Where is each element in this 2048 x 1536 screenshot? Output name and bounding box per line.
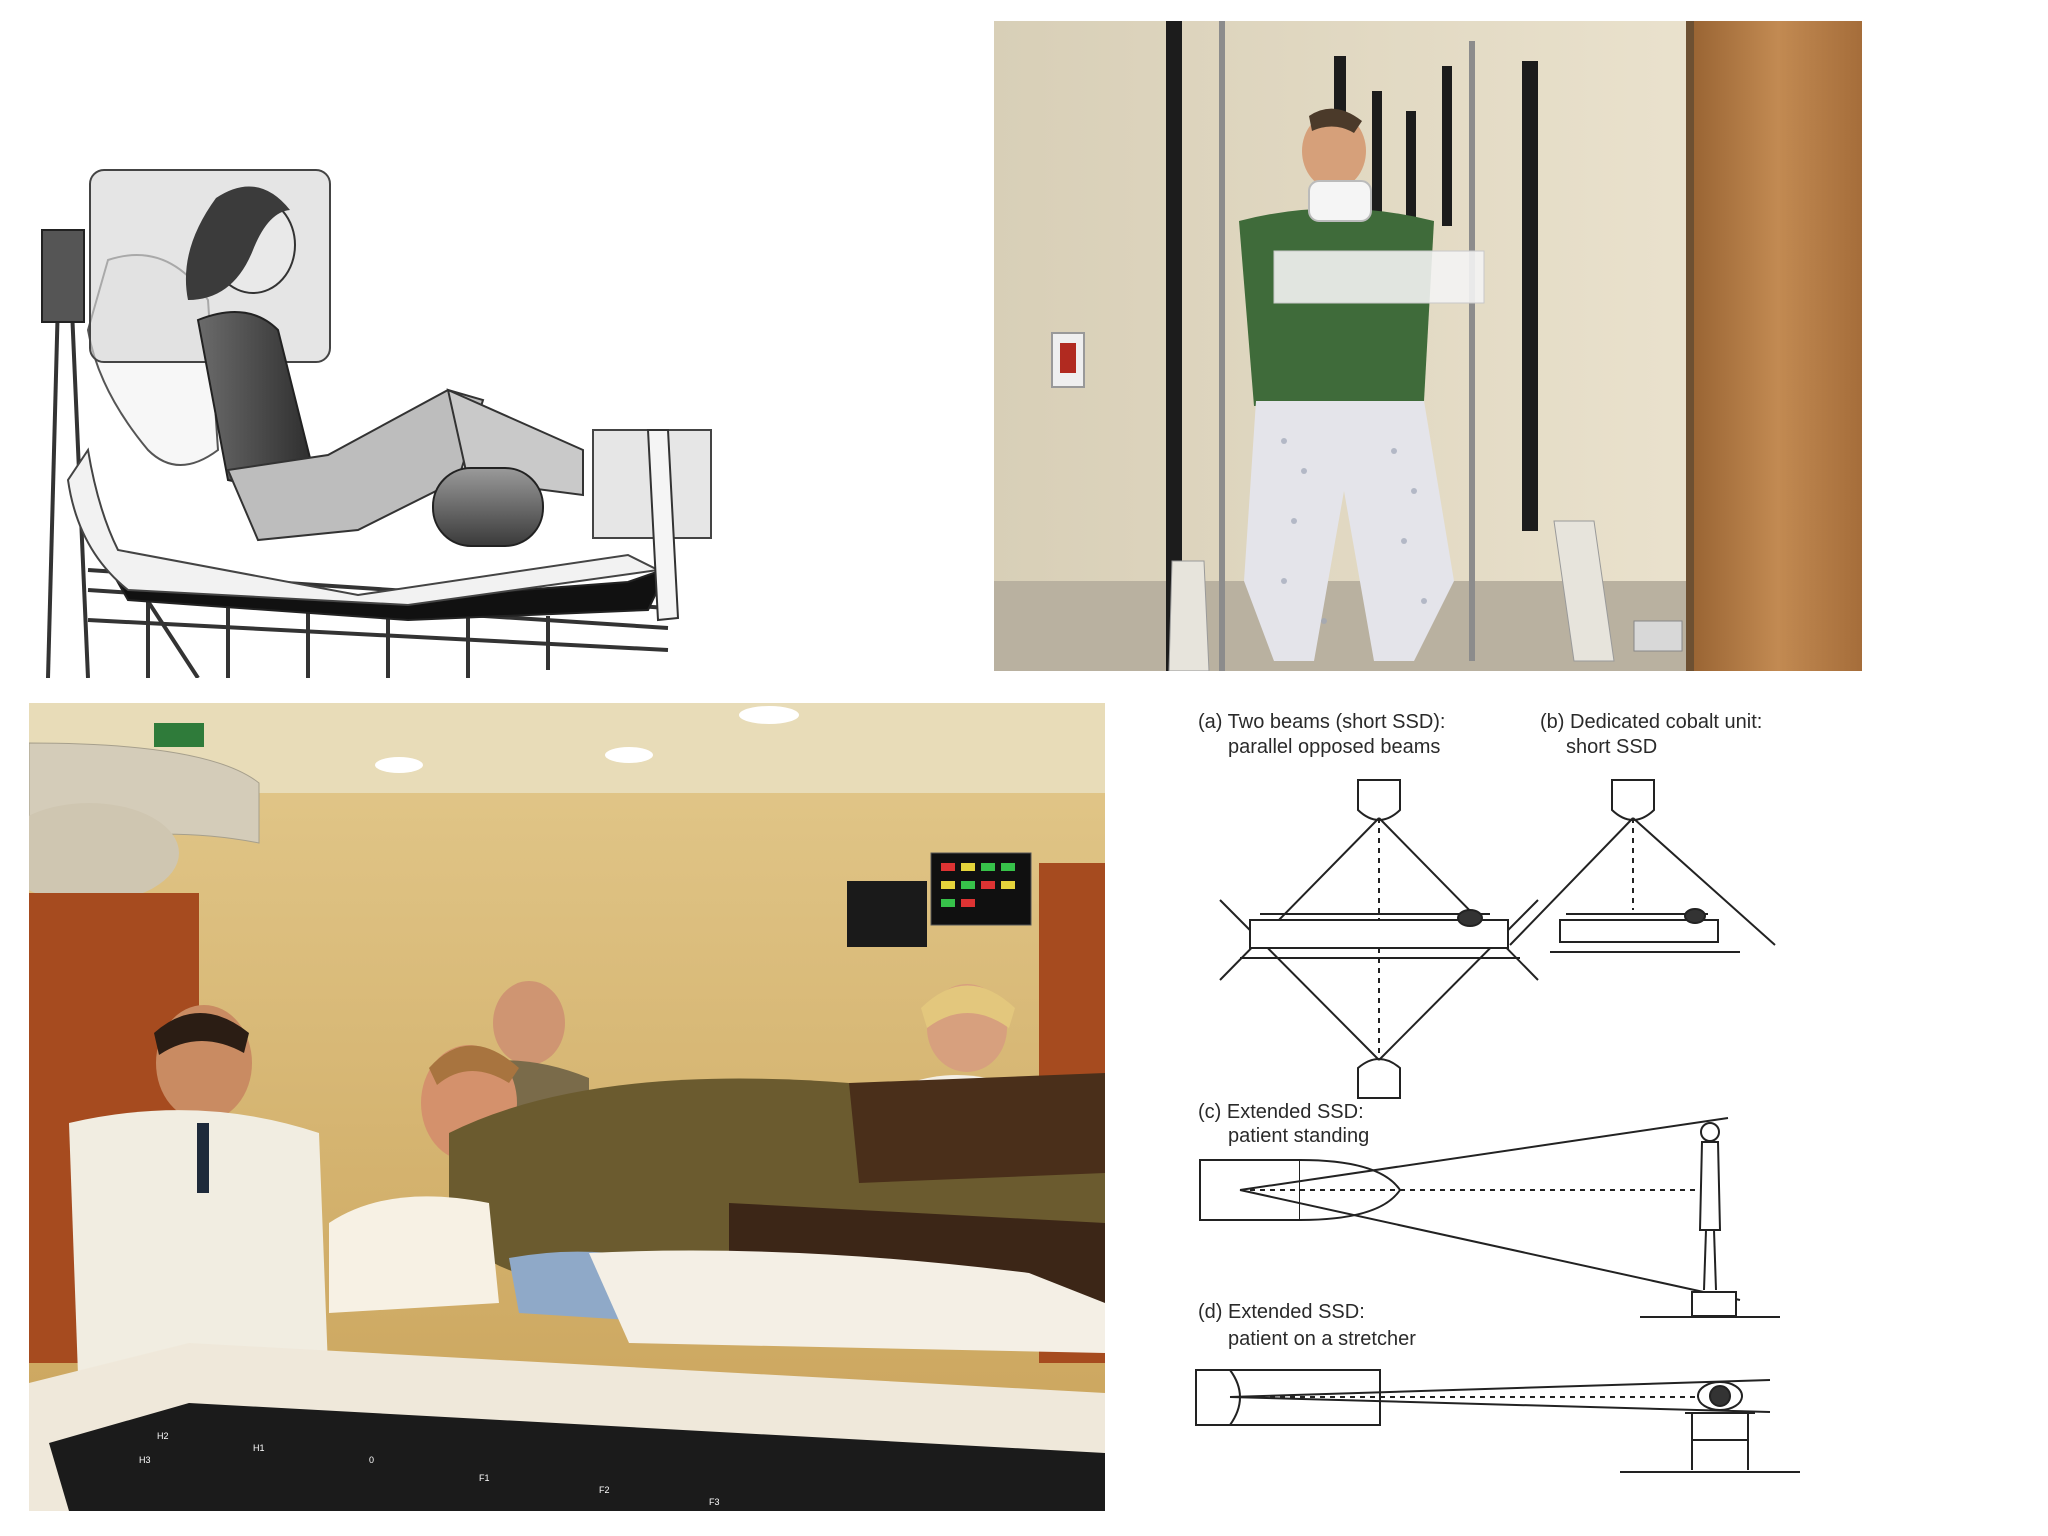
- wall-monitor: [847, 881, 927, 947]
- patient-pants: [1244, 401, 1454, 661]
- treatment-couch: [49, 1403, 1105, 1511]
- arm-board: [1273, 250, 1485, 304]
- couch-label-f2: F2: [599, 1485, 610, 1495]
- diagram-b-caption-line2: short SSD: [1566, 736, 1657, 758]
- knee-bolster: [432, 467, 544, 547]
- diagram-c-caption-line2: patient standing: [1228, 1125, 1369, 1147]
- couch-scale: H3 H2 H1 0 F1 F2 F3: [139, 1431, 720, 1507]
- staff-left: [69, 1005, 329, 1403]
- diagram-d-caption-line1: (d) Extended SSD:: [1198, 1301, 1365, 1323]
- pillow: [329, 1196, 499, 1313]
- couch-label-zero: 0: [369, 1455, 374, 1465]
- diagram-b-cobalt-unit: [1509, 779, 1776, 953]
- diagram-d-stretcher: [1195, 1369, 1800, 1473]
- patient-shirt: [1239, 208, 1434, 406]
- diagram-c-caption-line1: (c) Extended SSD:: [1198, 1101, 1364, 1123]
- couch-label-f1: F1: [479, 1473, 490, 1483]
- reclining-patient-illustration: [28, 150, 828, 678]
- patient-head: [1302, 113, 1366, 189]
- couch-label-h3: H3: [139, 1455, 151, 1465]
- diagram-a-caption-line2: parallel opposed beams: [1228, 736, 1440, 758]
- headrest-clamp: [41, 229, 85, 323]
- standing-patient-photo: [994, 21, 1862, 671]
- couch-label-h2: H2: [157, 1431, 169, 1441]
- diagram-d-caption-line2: patient on a stretcher: [1228, 1328, 1416, 1350]
- treatment-room-photo: H3 H2 H1 0 F1 F2 F3: [29, 703, 1105, 1511]
- diagram-a-parallel-opposed: [1219, 779, 1539, 1099]
- couch-label-h1: H1: [253, 1443, 265, 1453]
- couch-label-f3: F3: [709, 1497, 720, 1507]
- diagram-b-caption-line1: (b) Dedicated cobalt unit:: [1540, 711, 1762, 733]
- ssd-diagram: (a) Two beams (short SSD): parallel oppo…: [1180, 700, 1830, 1490]
- diagram-c-standing: [1199, 1117, 1780, 1318]
- immobilization-frame: [1166, 21, 1538, 671]
- door: [1694, 21, 1862, 671]
- diagram-a-caption-line1: (a) Two beams (short SSD):: [1198, 711, 1445, 733]
